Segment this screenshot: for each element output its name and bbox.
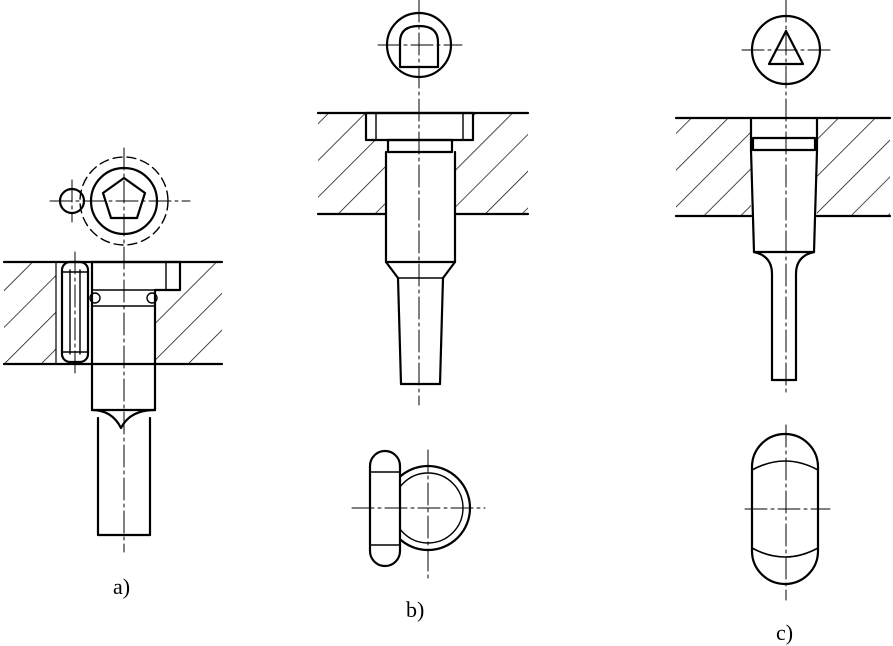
subfigure-label-c: c) [776,620,794,645]
panel-a-punch [89,260,182,537]
panel-b [316,0,530,581]
panel-c [674,0,892,601]
subfigure-label-a: a) [113,574,131,599]
panel-b-center-lines [351,0,486,581]
panel-b-plate [316,111,530,216]
panel-c-center-lines [741,0,831,601]
panel-a [2,147,224,553]
panel-a-plate [2,260,224,366]
panel-b-punch [364,111,475,386]
panel-a-center-lines [49,147,191,553]
panel-c-plate [674,116,892,218]
subfigure-label-b: b) [406,597,425,622]
panel-c-punch [749,116,819,382]
